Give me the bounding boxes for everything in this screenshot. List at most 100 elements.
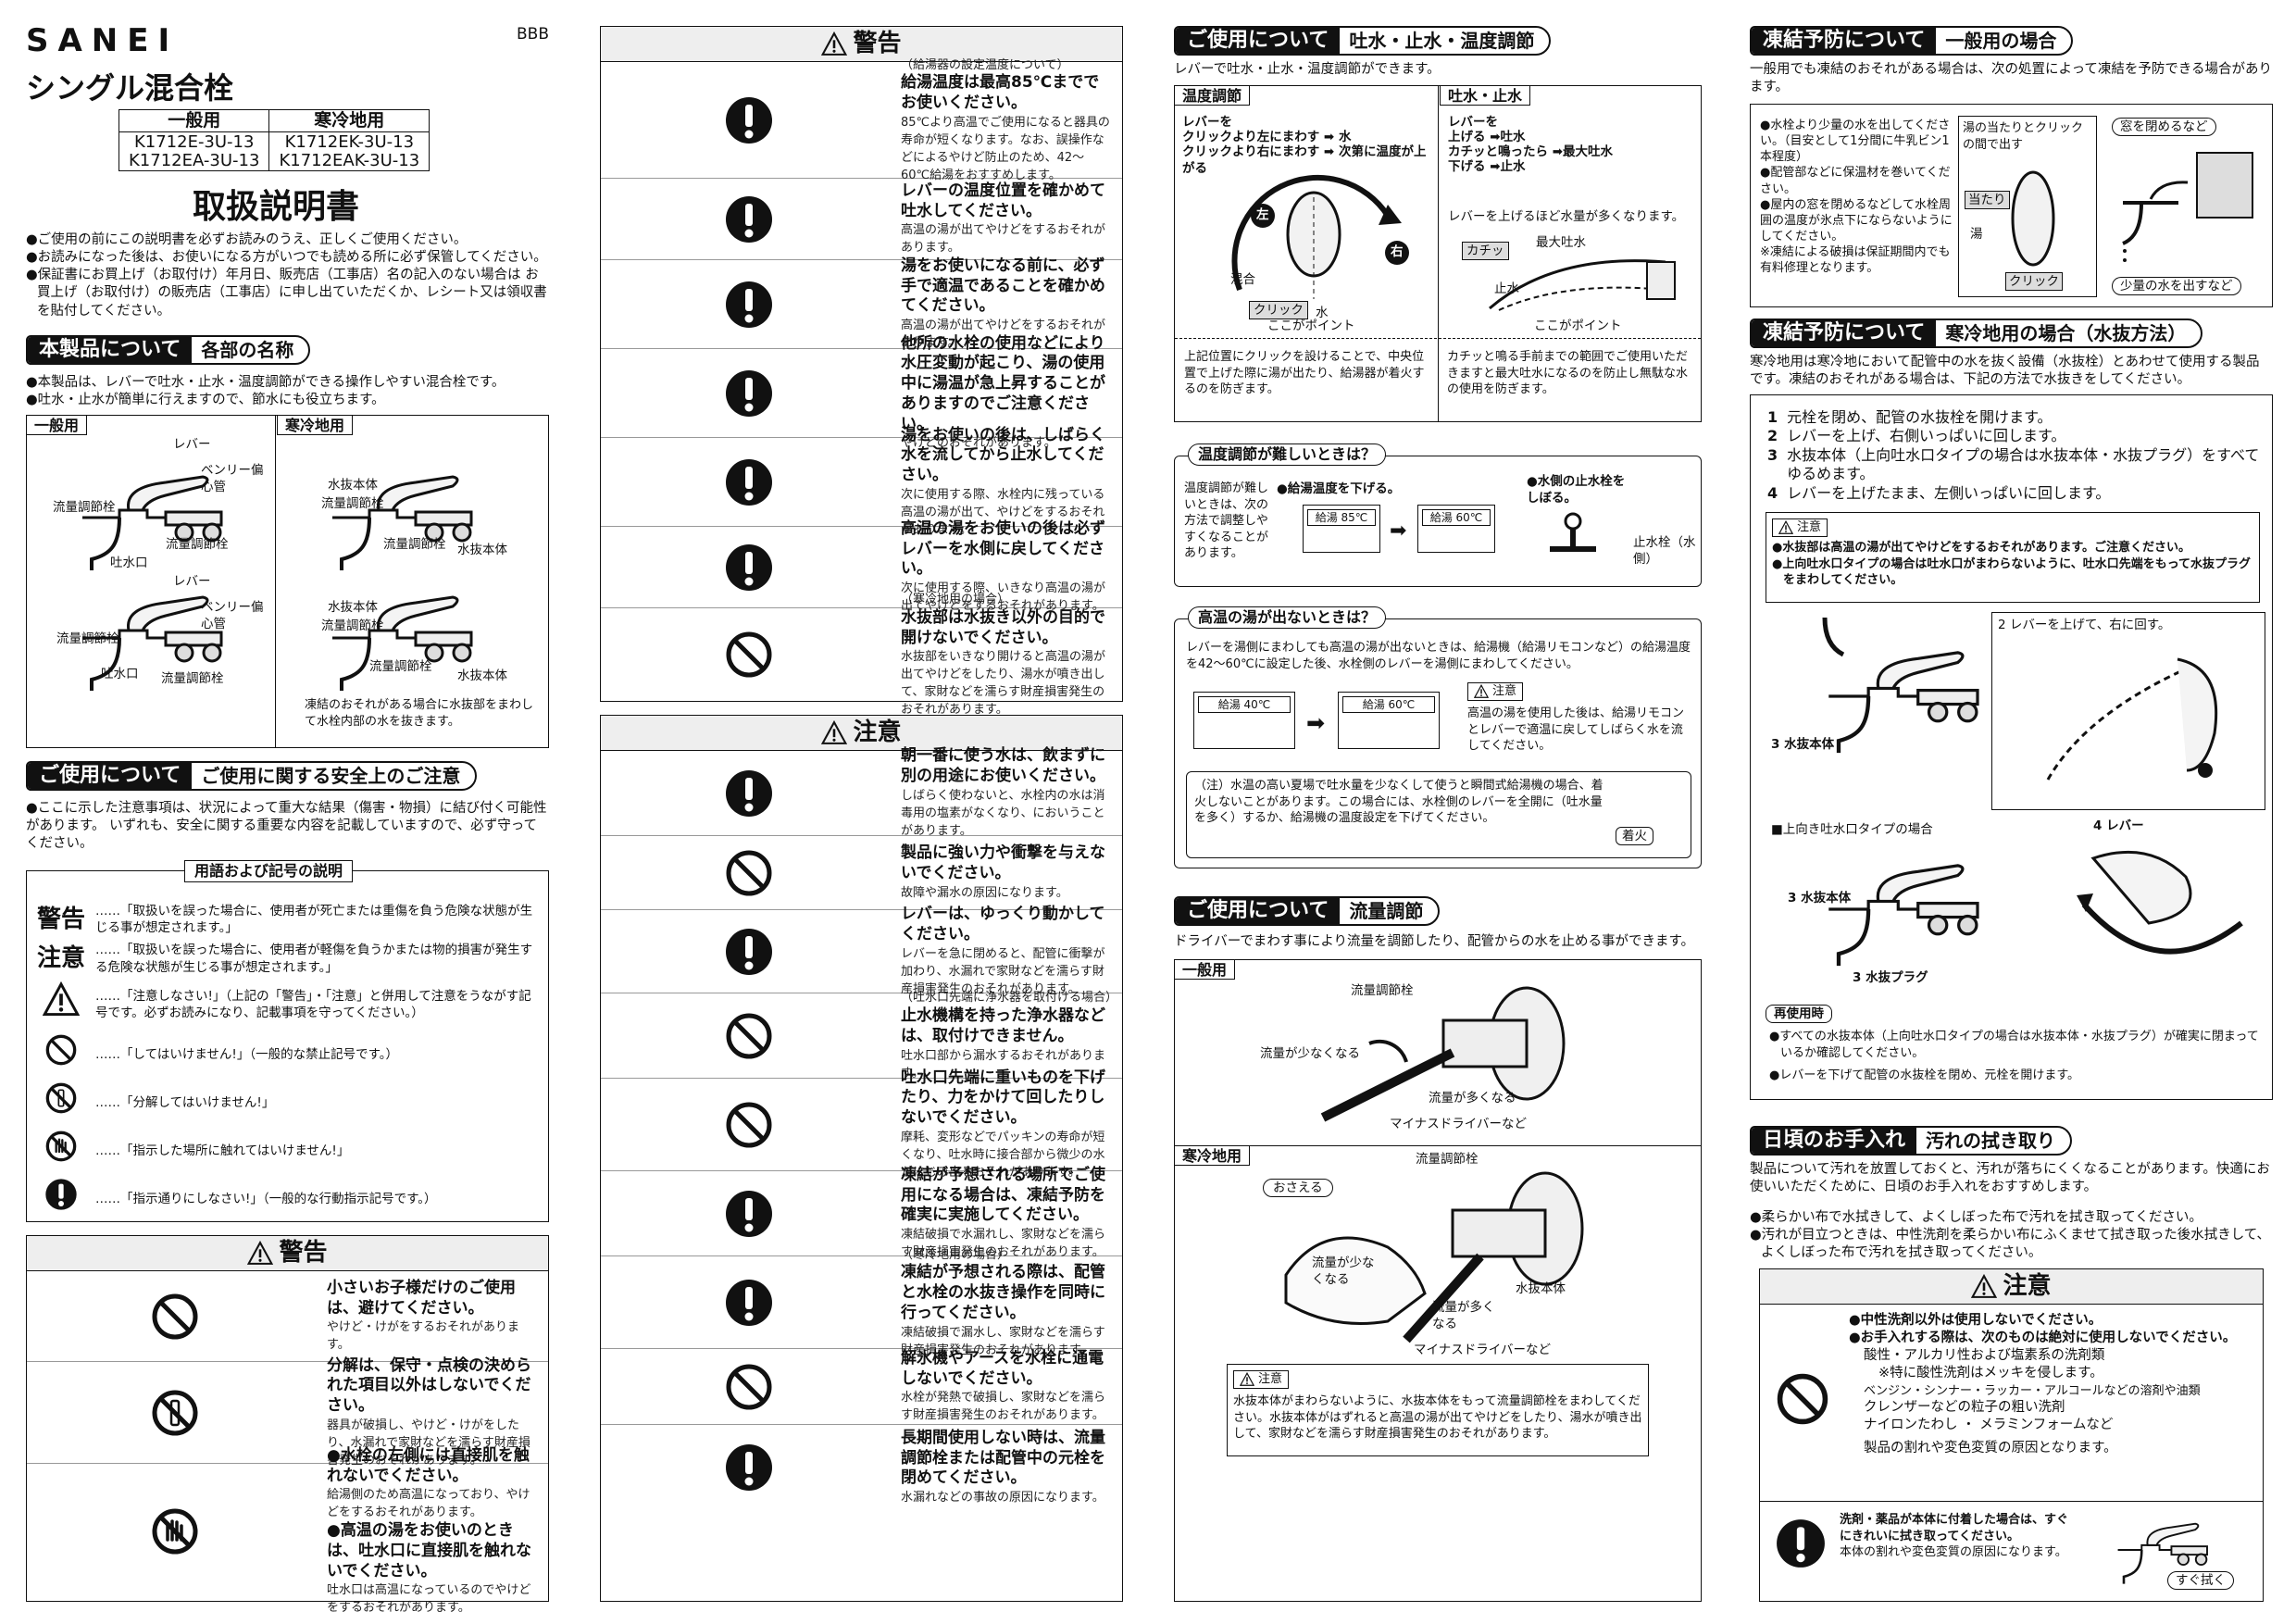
temp-difficult-title: 温度調節が難しいときは？ bbox=[1188, 443, 1387, 466]
flow-point-text: カチッと鳴る手前までの範囲でご使用いただきますと最大吐水になるのを防止し無駄な水… bbox=[1447, 350, 1689, 397]
prohibit-icon bbox=[36, 1292, 314, 1342]
arrow-right-icon: ➡ bbox=[1390, 519, 1407, 543]
prohibit-icon bbox=[1775, 1371, 1830, 1427]
diagram-label: カチッ bbox=[1462, 242, 1509, 261]
diagram-label: ベンリー偏心管 bbox=[201, 463, 264, 495]
tag-temp: 温度調節 bbox=[1174, 85, 1251, 106]
diagram-label: 4 レバー bbox=[2093, 818, 2144, 833]
faucet-cold-1 bbox=[314, 453, 499, 582]
diagram-label: 3 水抜本体 bbox=[1788, 891, 1852, 906]
stop-valve-icon bbox=[1550, 512, 1596, 552]
model-head-cold: 寒冷地用 bbox=[268, 109, 430, 132]
water-temp-box: 温度調節 吐水・止水 レバーを クリックより左にまわす ➡ 水 クリックより右に… bbox=[1174, 85, 1702, 422]
diagram-label: 水 bbox=[1316, 306, 1329, 320]
diagram-label: クリック bbox=[2005, 272, 2063, 292]
diagram-label: 水抜本体 bbox=[328, 478, 378, 493]
temp-difficult-box: 温度調節が難しいときは？ 温度調節が難しいときは、次の方法で調整しやすくなること… bbox=[1174, 443, 1702, 587]
diagram-label: 流量調節栓 bbox=[166, 537, 229, 552]
diagram-label: 3 水抜プラグ bbox=[1853, 970, 1928, 985]
no-disassemble-icon bbox=[36, 1388, 314, 1438]
diagram-label: 右 bbox=[1391, 244, 1404, 259]
care-desc: 製品について汚れを放置しておくと、汚れが落ちにくくなることがあります。快適にお使… bbox=[1750, 1162, 2270, 1195]
ignite-label: 着火 bbox=[1616, 827, 1653, 846]
caution-triangle-icon bbox=[43, 981, 80, 1018]
diagram-label: マイナスドライバーなど bbox=[1390, 1117, 1527, 1131]
wipe-label: すぐ拭く bbox=[2167, 1571, 2234, 1591]
diagram-label: 水抜本体 bbox=[1516, 1281, 1566, 1296]
tag-cold: 寒冷地用 bbox=[1174, 1145, 1251, 1166]
cold-note: 凍結のおそれがある場合に水抜部をまわして水栓内部の水を抜きます。 bbox=[305, 698, 534, 729]
section-flow-adjust: ご使用について流量調節 bbox=[1174, 896, 1441, 926]
hot-caution: 注意 高温の湯を使用した後は、給湯リモコンとレバーで適温に戻してしばらく水を流し… bbox=[1467, 682, 1685, 754]
safety-note: ●ここに示した注意事項は、状況によって重大な結果（傷害・物損）に結び付く可能性が… bbox=[26, 801, 547, 852]
mandatory-icon bbox=[610, 95, 888, 145]
lever-rotation-diagram bbox=[1231, 174, 1409, 299]
drain-caution: 注意 ●水抜部は高温の湯が出てやけどをするおそれがあります。ご注意ください。 ●… bbox=[1766, 512, 2260, 603]
tag-flow: 吐水・止水 bbox=[1440, 85, 1531, 106]
lever-right-figure: 2 レバーを上げて、右に回す。 bbox=[1991, 612, 2265, 810]
hot-not-coming-box: 高温の湯が出ないときは？ レバーを湯側にまわしても高温の湯が出ないときは、給湯機… bbox=[1174, 606, 1702, 868]
diagram-label: 流量が多くなる bbox=[1429, 1091, 1516, 1106]
diagram-label: マイナスドライバーなど bbox=[1414, 1343, 1551, 1357]
mandatory-icon bbox=[610, 1189, 888, 1239]
warning-box-2: 警告 （給湯器の設定温度について）給湯温度は最高85℃まででお使いください。85… bbox=[600, 26, 1123, 717]
freeze-general-desc: 一般用でも凍結のおそれがある場合は、次の処置によって凍結を予防できる場合がありま… bbox=[1750, 62, 2273, 95]
lever-left-figure bbox=[2077, 850, 2243, 955]
doc-code: BBB bbox=[517, 25, 549, 44]
diagram-label: 湯 bbox=[1970, 227, 1983, 242]
mandatory-icon bbox=[1775, 1518, 1827, 1569]
mandatory-icon bbox=[610, 768, 888, 818]
diagram-label: 当たり bbox=[1965, 191, 2010, 210]
column-4: 凍結予防について一般用の場合 一般用でも凍結のおそれがある場合は、次の処置によっ… bbox=[1750, 0, 2273, 1624]
no-touch-icon bbox=[36, 1506, 314, 1556]
diagram-label: 上げる ➡吐水 bbox=[1448, 130, 1526, 144]
no-disassemble-icon bbox=[44, 1081, 78, 1115]
brand-logo: SANEI bbox=[26, 22, 180, 59]
caution-triangle-icon bbox=[1971, 1274, 1997, 1300]
diagram-label: 水抜本体 bbox=[457, 543, 507, 557]
diagram-label: クリックより右にまわす ➡ 次第に温度が上がる bbox=[1182, 144, 1427, 177]
diagram-label: 流量調節栓 bbox=[369, 659, 432, 674]
section-water-temp: ご使用について吐水・止水・温度調節 bbox=[1174, 26, 1552, 56]
legend-box: 用語および記号の説明 警告……「取扱いを誤った場合に、使用者が死亡または重傷を負… bbox=[26, 860, 549, 1222]
diagram-label: クリックより左にまわす ➡ 水 bbox=[1182, 130, 1352, 144]
prohibit-icon bbox=[610, 1362, 888, 1412]
diagram-label: 流量調節栓 bbox=[1351, 983, 1414, 998]
diagram-label: 最大吐水 bbox=[1536, 235, 1586, 250]
faucet-drain-diagram bbox=[1822, 617, 2010, 766]
hot-not-coming-title: 高温の湯が出ないときは？ bbox=[1188, 606, 1387, 629]
column-3: ご使用について吐水・止水・温度調節 レバーで吐水・止水・温度調節ができます。 温… bbox=[1174, 0, 1702, 1624]
mandatory-icon bbox=[44, 1178, 78, 1211]
flow-adjust-box: 一般用 寒冷地用 流量調節栓 流量が少なくなる 流量が多くなる マイナスドライバ… bbox=[1174, 959, 1702, 1602]
manual-title: 取扱説明書 bbox=[193, 188, 360, 226]
diagram-label: 流量調節栓 bbox=[1416, 1152, 1479, 1167]
wipe-note: 洗剤・薬品が本体に付着した場合は、すぐにきれいに拭き取ってください。本体の割れや… bbox=[1840, 1513, 2069, 1560]
mandatory-icon bbox=[610, 927, 888, 977]
caution-triangle-icon bbox=[1474, 684, 1489, 699]
product-title: シングル混合栓 bbox=[26, 70, 234, 106]
prohibit-icon bbox=[610, 1011, 888, 1061]
diagram-label: 下げる ➡止水 bbox=[1448, 159, 1526, 174]
caution-box-care: 注意 ●中性洗剤以外は使用しないでください。 ●お手入れする際は、次のものは絶対… bbox=[1759, 1268, 2264, 1602]
warning-triangle-icon bbox=[821, 31, 847, 57]
diagram-label: ここがポイント bbox=[1534, 319, 1622, 333]
diagram-label: 吐水口 bbox=[101, 667, 139, 681]
caution-triangle-icon bbox=[1778, 520, 1793, 535]
legend-title: 用語および記号の説明 bbox=[184, 860, 354, 882]
tag-general: 一般用 bbox=[1174, 959, 1236, 980]
flow-caution: 注意 水抜本体がまわらないように、水抜本体をもって流量調節栓をまわしてください。… bbox=[1227, 1364, 1649, 1456]
lever-position-figure: 湯の当たりとクリックの間で出す 当たり 湯 クリック bbox=[1958, 116, 2097, 297]
faucet-up-spout-diagram bbox=[1806, 840, 2010, 979]
intro-notes: ●ご使用の前にこの説明書を必ずお読みのうえ、正しくご使用ください。●お読みになっ… bbox=[26, 232, 547, 319]
diagram-label: 流量調節栓 bbox=[321, 618, 384, 633]
model-head-general: 一般用 bbox=[118, 109, 270, 132]
no-touch-icon bbox=[44, 1130, 78, 1163]
faucet-window-diagram bbox=[2122, 152, 2253, 262]
lever-lift-diagram bbox=[1489, 259, 1676, 311]
diagram-label: 3 水抜本体 bbox=[1771, 737, 1835, 752]
tag-cold: 寒冷地用 bbox=[277, 415, 354, 435]
diagram-label: ●水側の止水栓をしぼる。 bbox=[1527, 474, 1626, 506]
